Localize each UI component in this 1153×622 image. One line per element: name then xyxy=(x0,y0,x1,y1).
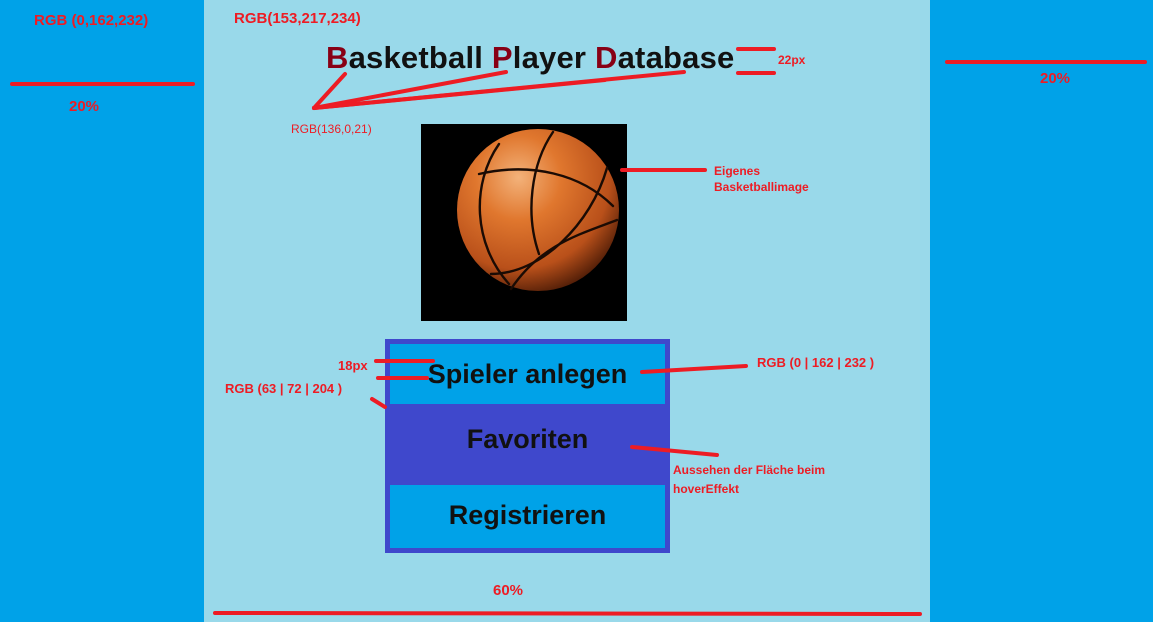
hover-note: Aussehen der Fläche beim hoverEffekt xyxy=(673,461,825,499)
hover-note-line-1: Aussehen der Fläche beim xyxy=(673,463,826,477)
title-word-3: atabase xyxy=(617,40,735,75)
menu-button-color-note: RGB (0 | 162 | 232 ) xyxy=(757,355,875,370)
image-note-line-2: Basketballimage xyxy=(714,180,809,194)
menu-item-favoriten[interactable]: Favoriten xyxy=(390,407,665,485)
title-color-note: RGB(136,0,21) xyxy=(291,122,372,136)
menu-item-spieler-anlegen[interactable]: Spieler anlegen xyxy=(390,344,665,404)
center-width-note: 60% xyxy=(493,582,524,599)
left-column-color-note: RGB (0,162,232) xyxy=(34,12,149,29)
menu-item-registrieren[interactable]: Registrieren xyxy=(390,485,665,548)
basketball-icon xyxy=(457,129,619,291)
menu-item-label: Registrieren xyxy=(448,500,607,530)
page-title: Basketball Player Database xyxy=(326,40,756,76)
image-note: Eigenes Basketballimage xyxy=(714,163,809,195)
basketball-image xyxy=(421,124,627,321)
menu-item-label: Favoriten xyxy=(466,424,589,454)
title-word-1: asketball xyxy=(348,40,492,75)
title-capital-p: P xyxy=(491,40,513,75)
title-capital-d: D xyxy=(595,40,618,75)
hover-note-line-2: hoverEffekt xyxy=(673,482,740,496)
menu-border-color-note: RGB (63 | 72 | 204 ) xyxy=(225,381,343,396)
left-column xyxy=(0,0,204,622)
title-capital-b: B xyxy=(326,40,349,75)
menu-size-note: 18px xyxy=(338,358,368,373)
title-size-note: 22px xyxy=(778,53,806,67)
left-width-note: 20% xyxy=(69,98,100,115)
title-word-2: layer xyxy=(512,40,596,75)
center-column-color-note: RGB(153,217,234) xyxy=(234,10,361,27)
navigation-menu: Spieler anlegen Favoriten Registrieren xyxy=(385,339,670,553)
image-note-line-1: Eigenes xyxy=(714,164,761,178)
right-width-note: 20% xyxy=(1040,70,1071,87)
menu-item-label: Spieler anlegen xyxy=(427,359,628,389)
right-column xyxy=(930,0,1153,622)
